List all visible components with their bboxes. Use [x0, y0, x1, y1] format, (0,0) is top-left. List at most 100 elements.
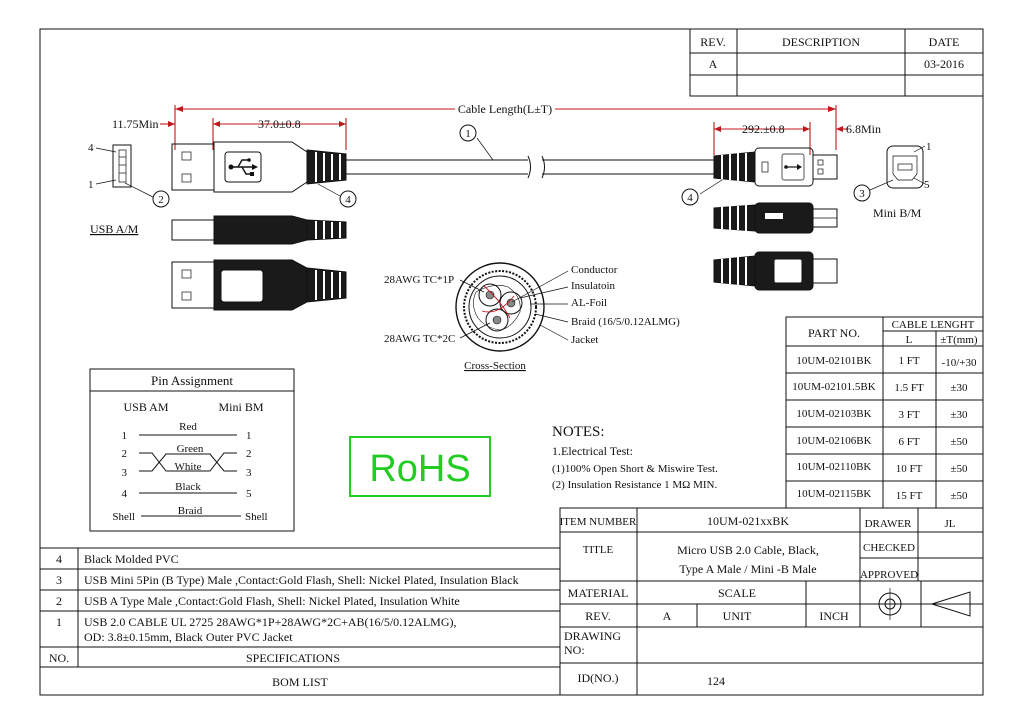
drawer-label: DRAWER — [865, 518, 912, 530]
rev-label: REV. — [585, 609, 610, 623]
dim-right-len: 292.±0.8 — [742, 122, 785, 136]
pin-left-3: 3 — [122, 467, 128, 479]
bom-row: 4 Black Molded PVC — [56, 552, 179, 566]
part-length: 15 FT — [896, 490, 923, 502]
drawing-no-line-1: DRAWING — [564, 629, 621, 643]
callout-2-circle — [152, 190, 170, 208]
callout-2: 2 — [158, 194, 164, 206]
bom-no: 3 — [56, 573, 62, 587]
callout-4-left-label: 4 — [345, 194, 351, 206]
mini-b-pin-1: 1 — [926, 141, 932, 153]
revision-block: REV. DESCRIPTION DATE A 03-2016 — [689, 28, 984, 97]
label-braid: Braid (16/5/0.12ALMG) — [571, 316, 680, 328]
bom-row: 2 USB A Type Male ,Contact:Gold Flash, S… — [56, 594, 460, 608]
usb-a-bottom-view — [171, 259, 347, 311]
part-number: 10UM-02115BK — [797, 488, 872, 500]
bom-spec: USB A Type Male ,Contact:Gold Flash, She… — [84, 594, 460, 608]
drawer-value: JL — [945, 518, 956, 530]
wire-white: White — [175, 461, 202, 473]
part-tolerance: ±50 — [950, 463, 968, 475]
dimensions: Cable Length(L±T) 11.75Min 37.0±0.8 292.… — [112, 101, 881, 155]
pin-left-shell: Shell — [112, 511, 135, 523]
part-length: 10 FT — [896, 463, 923, 475]
part-row: 10UM-02103BK 3 FT ±30 — [796, 408, 968, 421]
bom-spec: USB 2.0 CABLE UL 2725 28AWG*1P+28AWG*2C+… — [84, 615, 457, 629]
usb-a-pin-1: 1 — [88, 179, 94, 191]
part-row: 10UM-02110BK 10 FT ±50 — [797, 461, 968, 475]
pin-right-2: 2 — [246, 448, 252, 460]
projection-symbol-cone — [926, 591, 976, 617]
bom-row: 3 USB Mini 5Pin (B Type) Male ,Contact:G… — [56, 573, 519, 587]
bom-no: 4 — [56, 552, 62, 566]
cable-length-label: Cable Length(L±T) — [458, 102, 552, 116]
bom-no: 1 — [56, 615, 62, 629]
part-length: 1 FT — [898, 355, 919, 367]
callout-4-left: 4 — [317, 183, 357, 208]
notes-title: NOTES: — [552, 424, 605, 440]
date-value: 03-2016 — [924, 57, 964, 71]
part-tolerance: ±50 — [950, 436, 968, 448]
part-row: 10UM-02115BK 15 FT ±50 — [797, 488, 968, 502]
label-foil: AL-Foil — [571, 297, 607, 309]
bom-no: 2 — [56, 594, 62, 608]
dim-left-min: 11.75Min — [112, 117, 159, 131]
item-number-label: ITEM NUMBER — [560, 516, 637, 528]
part-header: PART NO. — [808, 326, 860, 340]
drawing-no-line-2: NO: — [564, 643, 585, 657]
callout-1: 1 — [465, 128, 471, 140]
part-number: 10UM-02106BK — [796, 435, 871, 447]
material-label: MATERIAL — [568, 586, 629, 600]
length-header: CABLE LENGHT — [892, 319, 975, 331]
bom-footer: BOM LIST — [272, 675, 328, 689]
rohs-mark: RoHS — [349, 436, 491, 497]
bom-spec: Black Molded PVC — [84, 552, 179, 566]
cross-section-title: Cross-Section — [464, 360, 526, 372]
title-block: ITEM NUMBER 10UM-021xxBK DRAWER JL TITLE… — [559, 507, 984, 696]
part-tolerance: ±30 — [950, 409, 968, 421]
label-tc1: 28AWG TC*1P — [384, 274, 454, 286]
mini-b-end-face: 1 5 3 Mini B/M — [853, 141, 932, 220]
dim-left-len: 37.0±0.8 — [258, 117, 301, 131]
pin-header-right: Mini BM — [218, 400, 263, 414]
mini-b-plug-top: 4 — [681, 147, 838, 206]
rohs-frame — [349, 436, 491, 497]
pin-right-5: 5 — [246, 488, 252, 500]
approved-label: APPROVED — [860, 569, 918, 581]
notes-subtitle: 1.Electrical Test: — [552, 444, 633, 458]
usb-a-plug-top — [171, 141, 347, 193]
pin-left-1: 1 — [122, 430, 128, 442]
unit-label: UNIT — [723, 609, 752, 623]
id-value: 124 — [707, 674, 725, 688]
part-number: 10UM-02103BK — [796, 408, 871, 420]
label-insulation: Insulatoin — [571, 280, 615, 292]
usb-a-label: USB A/M — [90, 222, 139, 236]
bom-spec: USB Mini 5Pin (B Type) Male ,Contact:Gol… — [84, 573, 519, 587]
pin-assignment: Pin Assignment USB AM Mini BM 1 Red 1 2 … — [89, 368, 295, 532]
id-label: ID(NO.) — [578, 671, 619, 685]
pin-right-1: 1 — [246, 430, 252, 442]
part-length: 1.5 FT — [894, 382, 924, 394]
part-row: 10UM-02101.5BK 1.5 FT ±30 — [792, 381, 968, 394]
mini-b-bottom-view — [713, 251, 838, 291]
part-length: 3 FT — [898, 409, 919, 421]
cable: 1 — [346, 124, 714, 179]
bom-row: 1 USB 2.0 CABLE UL 2725 28AWG*1P+28AWG*2… — [56, 615, 457, 644]
pin-right-shell: Shell — [245, 511, 268, 523]
title-line-1: Micro USB 2.0 Cable, Black, — [677, 543, 819, 557]
description-header: DESCRIPTION — [782, 35, 860, 49]
wire-green: Green — [177, 443, 204, 455]
mini-b-pin-5: 5 — [924, 179, 930, 191]
t-header: ±T(mm) — [940, 334, 978, 346]
label-conductor: Conductor — [571, 264, 618, 276]
notes-line-1: (1)100% Open Short & Miswire Test. — [552, 463, 718, 475]
pin-right-3: 3 — [246, 467, 252, 479]
rev-header: REV. — [700, 35, 725, 49]
item-number-value: 10UM-021xxBK — [707, 514, 789, 528]
bom-table: 4 Black Molded PVC 3 USB Mini 5Pin (B Ty… — [39, 547, 561, 696]
l-header: L — [906, 334, 913, 346]
part-tolerance: -10/+30 — [942, 357, 977, 369]
wire-red: Red — [179, 421, 197, 433]
bom-spec-continued: OD: 3.8±0.15mm, Black Outer PVC Jacket — [84, 630, 293, 644]
bom-no-header: NO. — [49, 651, 69, 665]
